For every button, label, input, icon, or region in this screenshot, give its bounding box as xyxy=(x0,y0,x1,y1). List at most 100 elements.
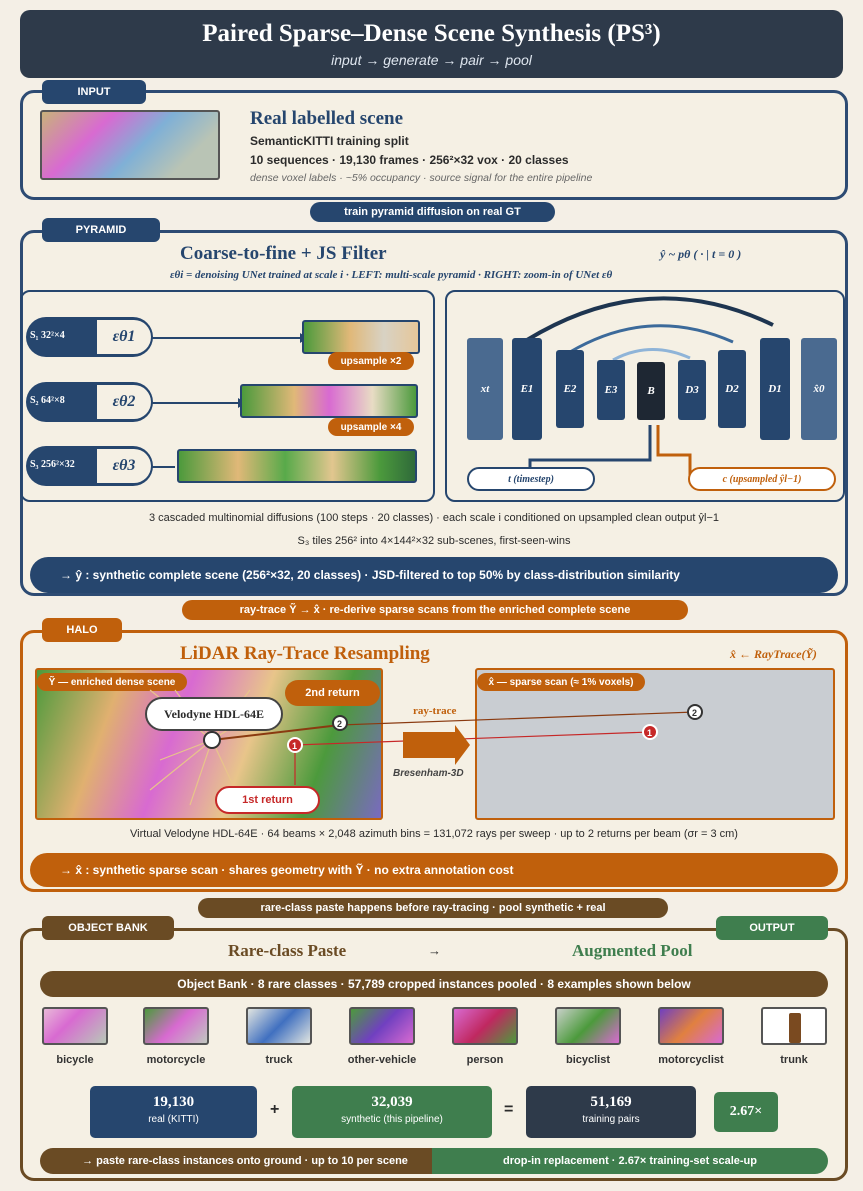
svg-text:1: 1 xyxy=(292,741,297,751)
unet-d2: D2 xyxy=(718,350,746,428)
scale-ratio: 2.67× xyxy=(714,1092,778,1132)
timestep-text: t (timestep) xyxy=(508,473,554,485)
unet-box xyxy=(445,290,845,502)
pyramid-result: → ŷ : synthetic complete scene (256²×32,… xyxy=(30,557,838,593)
halo-formula: x̂ ← RayTrace(Ỹ) xyxy=(730,647,817,661)
scale-s3-eps: εθ3 xyxy=(97,449,151,483)
bank-tag: OBJECT BANK xyxy=(42,916,174,940)
label-other-vehicle: other-vehicle xyxy=(347,1054,417,1066)
thumb-truck xyxy=(246,1007,312,1045)
sparse-scan-label: x̂ — sparse scan (≈ 1% voxels) xyxy=(477,673,645,691)
dense-scene-label: Ỹ — enriched dense scene xyxy=(37,673,187,691)
thumb-bicycle xyxy=(42,1007,108,1045)
condition-input: c (upsampled ŷl−1) xyxy=(688,467,836,491)
bank-panel xyxy=(20,928,848,1181)
scale-s3-label: S₃ 256²×32 xyxy=(30,459,75,470)
upsample-x4: upsample ×4 xyxy=(328,418,414,436)
second-return-label: 2nd return xyxy=(285,680,380,706)
pyramid-note-2: S₃ tiles 256² into 4×144²×32 sub-scenes,… xyxy=(297,535,571,547)
sparse-scan-image xyxy=(475,668,835,820)
unet-input-xt: xt xyxy=(467,338,503,440)
plus-sign: + xyxy=(270,1101,280,1118)
label-bicyclist: bicyclist xyxy=(565,1054,611,1066)
halo-heading: LiDAR Ray-Trace Resampling xyxy=(180,643,430,664)
unet-bottleneck: B xyxy=(637,362,665,420)
pyramid-left-box xyxy=(20,290,435,502)
label-motorcycle: motorcycle xyxy=(146,1054,206,1066)
scale-s1-label: S₁ 32²×4 xyxy=(30,330,65,341)
sensor-label: Velodyne HDL-64E xyxy=(145,697,283,731)
halo-result: → x̂ : synthetic sparse scan · shares ge… xyxy=(30,853,838,887)
total-count: 51,169 xyxy=(590,1094,632,1110)
connector-pool: rare-class paste happens before ray-trac… xyxy=(198,898,668,918)
condition-text: c (upsampled ŷl−1) xyxy=(722,473,802,485)
real-count: 19,130 xyxy=(152,1094,195,1110)
svg-text:2: 2 xyxy=(692,708,697,718)
label-bicycle: bicycle xyxy=(56,1054,94,1066)
input-heading: Real labelled scene xyxy=(250,108,404,129)
pyramid-desc: εθi = denoising UNet trained at scale i … xyxy=(170,269,613,281)
input-sub: SemanticKITTI training split xyxy=(250,134,409,148)
label-person: person xyxy=(466,1054,504,1066)
unet-e3: E3 xyxy=(597,360,625,420)
thumb-person xyxy=(452,1007,518,1045)
bresenham-label: Bresenham-3D xyxy=(393,768,464,779)
output-tag: OUTPUT xyxy=(716,916,828,940)
scale-s3-eps-text: εθ3 xyxy=(112,457,136,474)
pyramid-formula: ŷ ~ pθ ( · | t = 0 ) xyxy=(660,247,742,261)
object-bank-bar: Object Bank · 8 rare classes · 57,789 cr… xyxy=(40,971,828,997)
scale-s2-eps-text: εθ2 xyxy=(112,393,136,410)
svg-text:1: 1 xyxy=(647,728,652,738)
label-truck: truck xyxy=(265,1054,293,1066)
pyramid-heading: Coarse-to-fine + JS Filter xyxy=(180,243,387,264)
unet-d3: D3 xyxy=(678,360,706,420)
raytrace-label: ray-trace xyxy=(413,705,457,717)
svg-text:2: 2 xyxy=(337,719,342,729)
connector-train: train pyramid diffusion on real GT xyxy=(310,202,555,222)
pyramid-note-1: 3 cascaded multinomial diffusions (100 s… xyxy=(149,512,719,524)
scale-s2-eps: εθ2 xyxy=(97,385,151,419)
scale-s1-eps-text: εθ1 xyxy=(112,328,136,345)
input-tag: INPUT xyxy=(42,80,146,104)
scale-s2-label: S₂ 64²×8 xyxy=(30,395,65,406)
connector-raytrace: ray-trace Ỹ → x̂ · re-derive sparse scan… xyxy=(182,600,688,620)
thumb-motorcycle xyxy=(143,1007,209,1045)
total-count-box: 51,169 training pairs xyxy=(526,1086,696,1138)
footer-left: → paste rare-class instances onto ground… xyxy=(40,1148,450,1174)
title-bar: Paired Sparse–Dense Scene Synthesis (PS³… xyxy=(20,10,843,78)
scale-s1-eps: εθ1 xyxy=(97,320,151,354)
thumb-motorcyclist xyxy=(658,1007,724,1045)
input-panel xyxy=(20,90,848,200)
pyramid-tag: PYRAMID xyxy=(42,218,160,242)
halo-tag: HALO xyxy=(42,618,122,642)
synthetic-count-label: synthetic (this pipeline) xyxy=(341,1114,443,1125)
real-count-label: real (KITTI) xyxy=(148,1114,199,1125)
scene-slab-s3 xyxy=(177,449,417,483)
halo-note: Virtual Velodyne HDL-64E · 64 beams × 2,… xyxy=(130,828,738,840)
page-subtitle: input → generate → pair → pool xyxy=(331,52,532,68)
synthetic-count: 32,039 xyxy=(371,1094,413,1110)
thumb-trunk xyxy=(761,1007,827,1045)
unet-e2: E2 xyxy=(556,350,584,428)
unet-d1: D1 xyxy=(760,338,790,440)
thumb-bicyclist xyxy=(555,1007,621,1045)
equals-sign: = xyxy=(504,1101,514,1118)
page-title: Paired Sparse–Dense Scene Synthesis (PS³… xyxy=(202,20,661,47)
scene-slab-s2 xyxy=(240,384,418,418)
paste-heading: Rare-class Paste xyxy=(228,941,347,960)
trunk-shape xyxy=(789,1013,801,1043)
thumb-other-vehicle xyxy=(349,1007,415,1045)
input-note: dense voxel labels · ~5% occupancy · sou… xyxy=(250,172,593,184)
real-scene-thumbnail xyxy=(40,110,220,180)
pool-heading: Augmented Pool xyxy=(572,941,693,960)
synthetic-count-box: 32,039 synthetic (this pipeline) xyxy=(292,1086,492,1138)
real-count-box: 19,130 real (KITTI) xyxy=(90,1086,257,1138)
unet-output: x̂0 xyxy=(801,338,837,440)
upsample-x2: upsample ×2 xyxy=(328,352,414,370)
footer-right: drop-in replacement · 2.67× training-set… xyxy=(432,1148,828,1174)
timestep-input: t (timestep) xyxy=(467,467,595,491)
label-motorcyclist: motorcyclist xyxy=(658,1054,724,1066)
total-count-label: training pairs xyxy=(582,1114,640,1125)
